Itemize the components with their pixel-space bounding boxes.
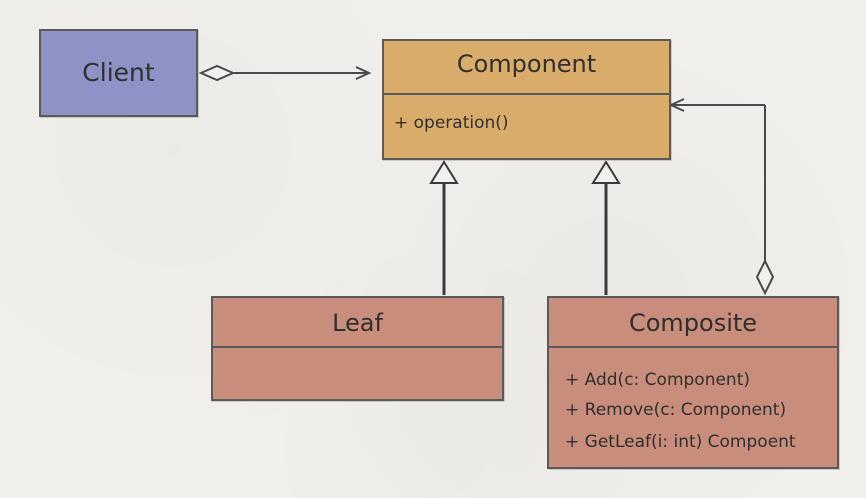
component-class-divider (384, 93, 669, 95)
leaf-class-divider (213, 346, 502, 348)
composite-inheritance (591, 160, 621, 295)
component-class-box: Component + operation() (382, 39, 671, 160)
client-class-box: Client (39, 29, 198, 117)
composite-aggregation-arrowhead (668, 98, 685, 112)
composite-getleaf-method: + GetLeaf(i: int) Compoent (565, 432, 796, 452)
leaf-class-box: Leaf (211, 296, 504, 401)
client-component-aggregation (198, 64, 372, 82)
client-aggregation-diamond (198, 64, 236, 82)
leaf-inheritance-triangle (429, 160, 459, 184)
client-class-name: Client (82, 58, 155, 87)
leaf-inheritance (429, 160, 459, 295)
component-class-name: Component (456, 50, 597, 78)
client-association-arrowhead (355, 66, 372, 80)
composite-aggregation-diamond (755, 258, 775, 296)
composite-class-name: Composite (628, 309, 758, 337)
composite-remove-method: + Remove(c: Component) (565, 400, 787, 420)
composite-component-aggregation (668, 98, 775, 296)
component-operation-method: + operation() (394, 113, 509, 133)
leaf-class-name: Leaf (332, 309, 383, 337)
composite-class-divider (549, 346, 837, 348)
composite-class-box: Composite + Add(c: Component) + Remove(c… (547, 296, 839, 469)
composite-add-method: + Add(c: Component) (565, 370, 750, 390)
composite-inheritance-triangle (591, 160, 621, 184)
